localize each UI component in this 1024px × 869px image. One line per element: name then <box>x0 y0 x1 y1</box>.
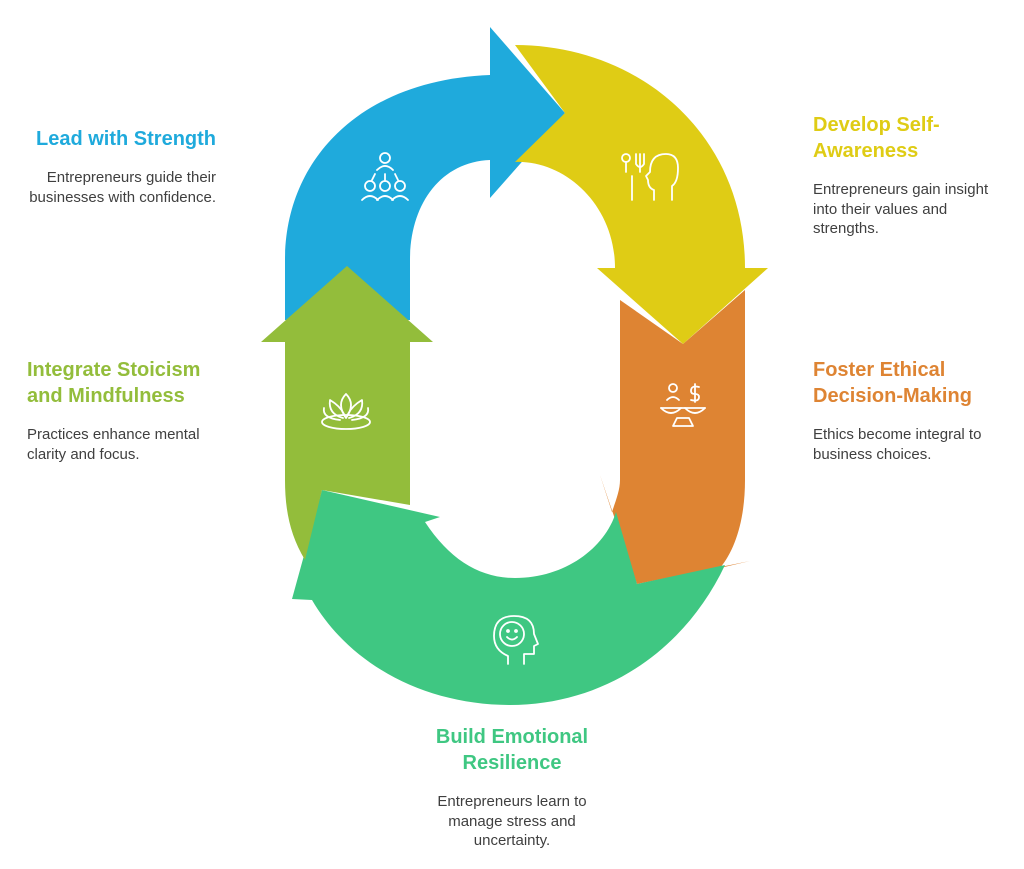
step-description: Entrepreneurs gain insight into their va… <box>813 181 989 237</box>
lotus-icon <box>321 393 371 430</box>
label-develop-self-awareness: Develop Self-Awareness Entrepreneurs gai… <box>813 112 1013 239</box>
arrow-lead-with-strength <box>285 27 565 320</box>
ethics-balance-icon <box>660 383 706 427</box>
step-title: Integrate Stoicism and Mindfulness <box>27 359 201 407</box>
arrow-build-emotional-resilience <box>292 490 725 705</box>
smiling-head-icon <box>493 615 539 665</box>
label-lead-with-strength: Lead with Strength Entrepreneurs guide t… <box>10 126 216 207</box>
label-foster-ethical-decision-making: Foster Ethical Decision-Making Ethics be… <box>813 357 1013 464</box>
step-title: Foster Ethical Decision-Making <box>813 359 972 407</box>
head-reflection-icon <box>621 153 679 201</box>
label-integrate-stoicism-and-mindfulness: Integrate Stoicism and Mindfulness Pract… <box>27 357 227 464</box>
step-description: Ethics become integral to business choic… <box>813 426 982 463</box>
step-description: Entrepreneurs learn to manage stress and… <box>437 793 587 849</box>
arrow-foster-ethical-decision-making <box>600 290 750 584</box>
label-build-emotional-resilience: Build Emotional Resilience Entrepreneurs… <box>402 724 622 851</box>
step-title: Lead with Strength <box>36 128 216 150</box>
step-title: Build Emotional Resilience <box>435 726 589 774</box>
arrow-integrate-stoicism-and-mindfulness <box>261 266 433 560</box>
step-title: Develop Self-Awareness <box>813 114 940 162</box>
arrow-develop-self-awareness <box>515 45 768 344</box>
team-leader-icon <box>361 152 409 201</box>
step-description: Entrepreneurs guide their businesses wit… <box>29 169 216 206</box>
step-description: Practices enhance mental clarity and foc… <box>27 426 200 463</box>
